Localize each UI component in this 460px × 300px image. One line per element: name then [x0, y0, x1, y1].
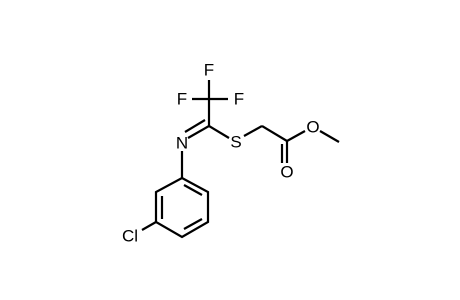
atom-f-right: F	[234, 90, 244, 109]
bond-ch2-carbonyl	[261, 125, 288, 142]
bond-imidoyl-n-double-a	[187, 125, 210, 139]
bond-aryl-cl	[141, 221, 157, 231]
atom-ether-oxygen: O	[306, 118, 319, 137]
atom-f-left: F	[177, 90, 187, 109]
bond-imidoyl-n-double-b	[184, 119, 206, 133]
atom-carbonyl-oxygen: O	[280, 163, 293, 182]
benzene-inner-bond-2	[183, 218, 203, 230]
atom-labels: F F F N S O O Cl	[122, 61, 320, 246]
bond-ether-o-methyl	[319, 130, 340, 143]
bonds	[141, 80, 340, 239]
bond-carbonyl-ether-o	[286, 130, 306, 142]
atom-chlorine: Cl	[122, 227, 138, 246]
bond-s-ch2	[243, 125, 263, 137]
benzene-ring	[154, 176, 210, 239]
atom-sulfur: S	[230, 133, 241, 152]
atom-f-top: F	[204, 61, 214, 80]
atom-nitrogen: N	[176, 134, 188, 153]
bond-imidoyl-s	[208, 125, 230, 139]
benzene-inner-bond-1	[183, 184, 203, 196]
